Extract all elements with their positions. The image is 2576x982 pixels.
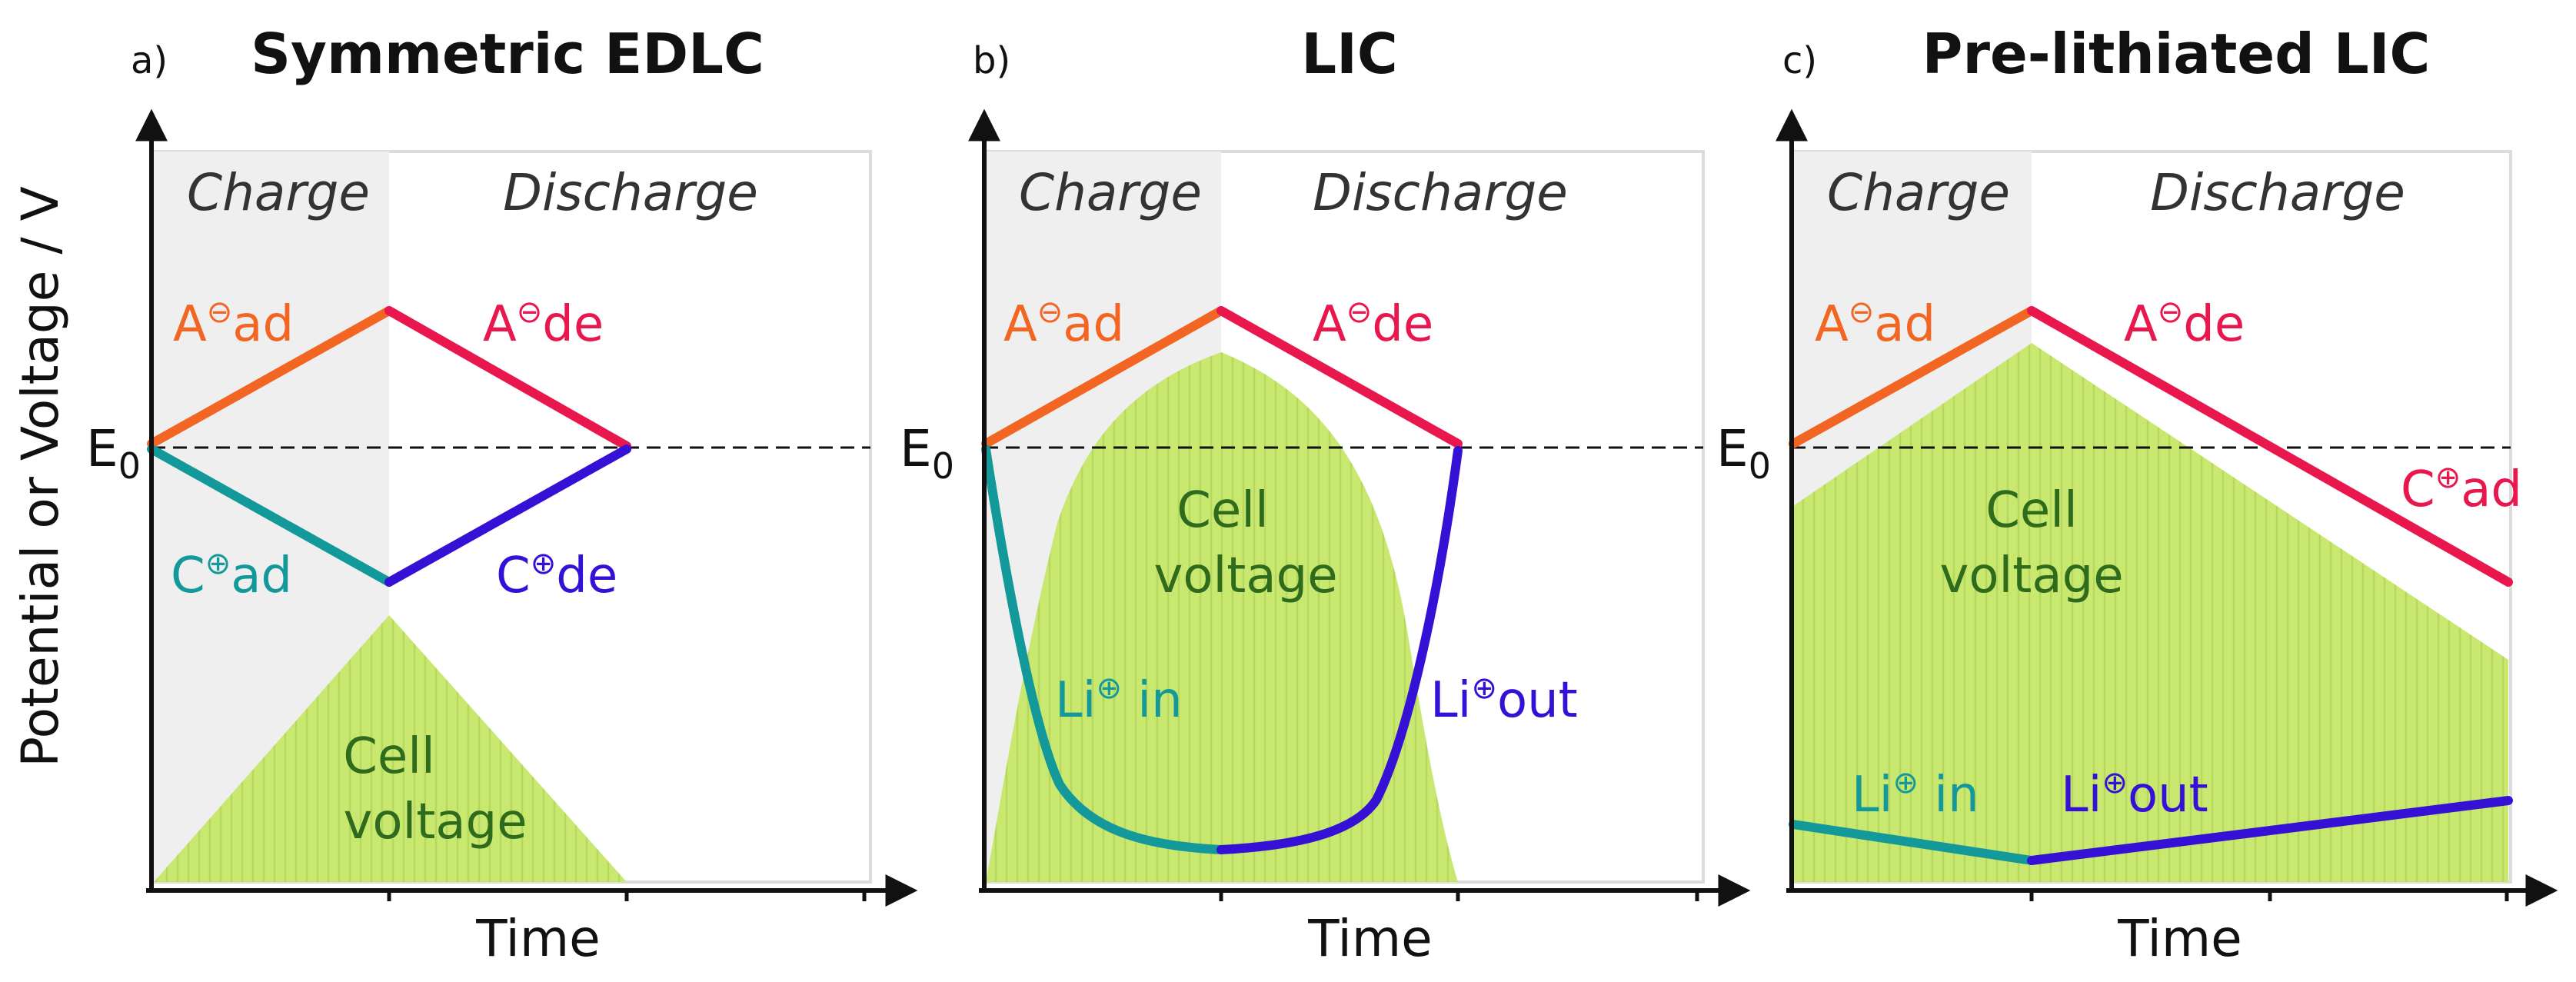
e0-label: E0	[1716, 419, 1771, 487]
anion-desorption-line	[384, 306, 631, 451]
panel-title: Symmetric EDLC	[251, 22, 764, 86]
li-insertion-label: Li⊕ in	[1055, 671, 1183, 729]
charge-label: Charge	[1827, 163, 2010, 222]
anion-desorption-label: A⊖de	[1313, 295, 1433, 353]
anion-adsorption-line	[1789, 306, 2036, 448]
cell-voltage-label-line1: Cell	[1985, 482, 2078, 539]
anion-adsorption-line	[981, 306, 1226, 448]
cell-voltage-label-line2: voltage	[1939, 548, 2123, 604]
discharge-label: Discharge	[503, 163, 758, 222]
charge-label: Charge	[1019, 163, 1202, 222]
cell-voltage-area	[1793, 343, 2508, 882]
discharge-label: Discharge	[2150, 163, 2405, 222]
li-extraction-label: Li⊕out	[1430, 671, 1578, 729]
cell-voltage-area	[154, 615, 627, 882]
charge-label: Charge	[187, 163, 370, 222]
e0-label: E0	[900, 419, 954, 487]
li-extraction-line	[2027, 796, 2513, 865]
anion-adsorption-line	[147, 306, 394, 448]
anion-adsorption-label: A⊖ad	[173, 295, 294, 353]
li-insertion-label: Li⊕ in	[1852, 765, 1979, 824]
cell-voltage-label-line1: Cell	[1177, 482, 1269, 539]
panel-c: c) Pre-lithiated LIC Charge Discharge E0…	[1716, 22, 2558, 968]
cation-desorption-line	[384, 444, 631, 587]
x-axis-label: Time	[2117, 909, 2242, 968]
x-axis-label: Time	[475, 909, 601, 968]
x-axis-label: Time	[1307, 909, 1433, 968]
anion-adsorption-label: A⊖ad	[1003, 295, 1124, 353]
panel-b: b) LIC Charge Discharge E0 A⊖ad A⊖de Cel…	[900, 22, 1751, 968]
cation-desorption-label: C⊕de	[496, 546, 617, 604]
cation-adsorption-line	[147, 444, 394, 587]
anion-desorption-line	[1216, 306, 1463, 448]
panel-title: LIC	[1301, 22, 1398, 86]
anion-desorption-label: A⊖de	[2124, 295, 2245, 353]
li-extraction-curve	[1216, 446, 1463, 854]
cell-voltage-area	[986, 352, 1458, 882]
cell-voltage-label-line2: voltage	[1153, 548, 1337, 604]
li-insertion-curve	[981, 444, 1226, 854]
anion-adsorption-label: A⊖ad	[1815, 295, 1935, 353]
e0-label: E0	[86, 419, 141, 487]
panel-title: Pre-lithiated LIC	[1922, 22, 2431, 86]
cell-voltage-label-line2: voltage	[343, 794, 527, 851]
cell-voltage-label-line1: Cell	[343, 728, 435, 785]
cation-adsorption-label: C⊕ad	[2401, 460, 2522, 518]
cation-adsorption-label: C⊕ad	[171, 546, 292, 604]
anion-desorption-line	[2027, 306, 2513, 587]
panel-letter: b)	[973, 39, 1010, 82]
li-extraction-label: Li⊕out	[2061, 765, 2208, 824]
li-insertion-line	[1789, 820, 2036, 865]
discharge-label: Discharge	[1313, 163, 1568, 222]
panel-letter: c)	[1782, 39, 1817, 82]
panel-letter: a)	[131, 39, 168, 82]
anion-desorption-label: A⊖de	[483, 295, 604, 353]
y-axis-label: Potential or Voltage / V	[11, 186, 70, 767]
panel-a: a) Symmetric EDLC Charge Discharge E0 A⊖…	[86, 22, 918, 968]
